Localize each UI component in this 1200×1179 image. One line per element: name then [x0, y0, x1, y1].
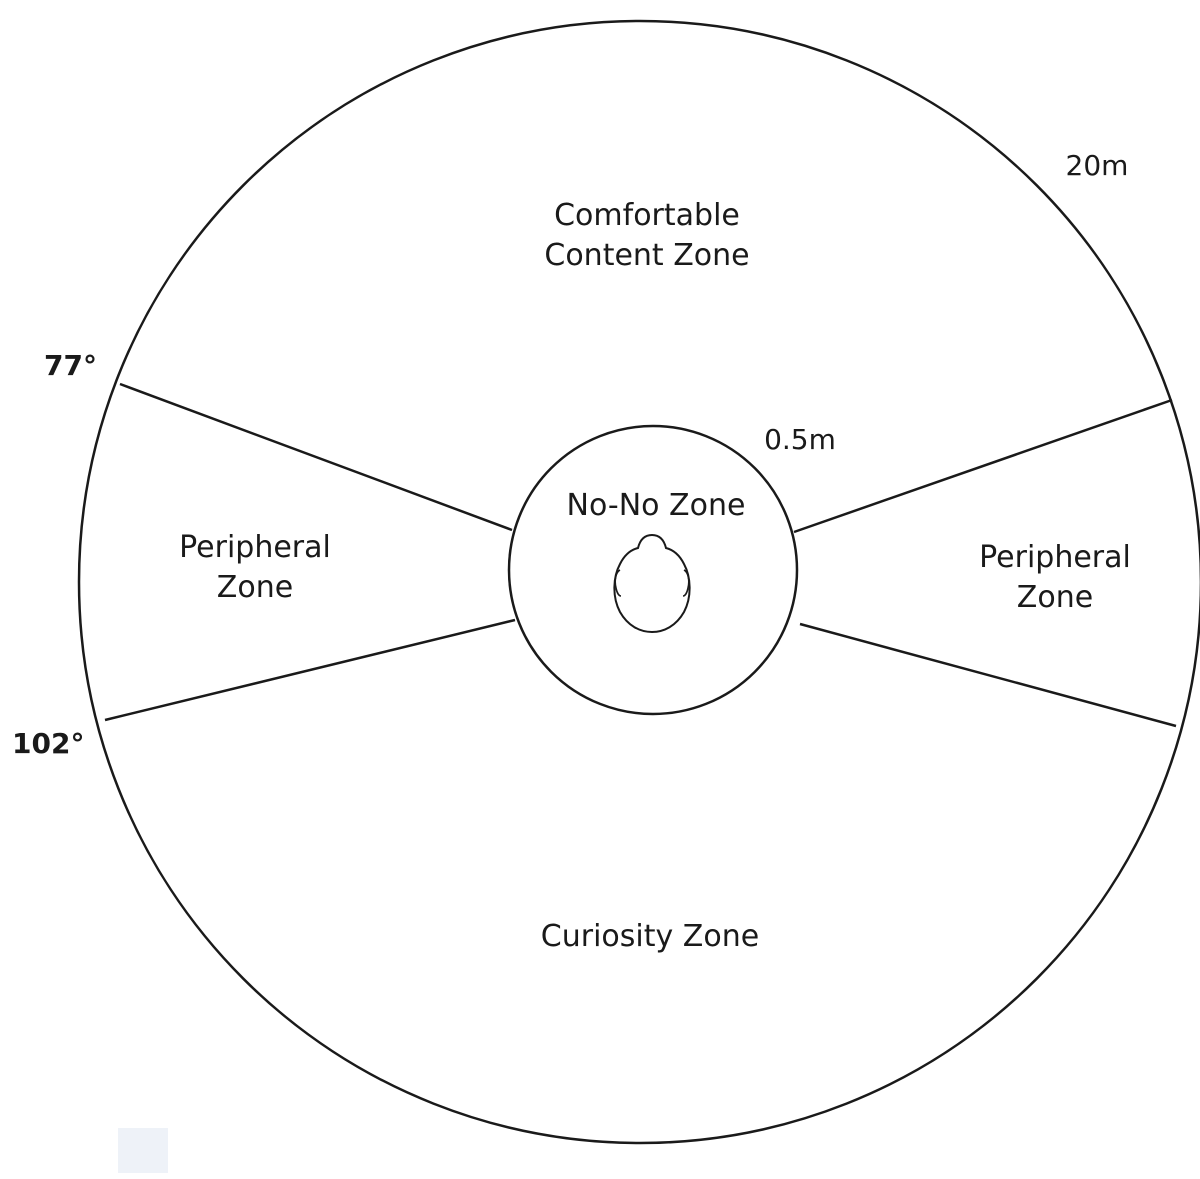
outer-distance-label: 20m [1065, 149, 1129, 182]
peripheral-zone-left-label: Peripheral Zone [160, 528, 350, 607]
divider-lower-right [799, 622, 1177, 728]
curiosity-zone-label: Curiosity Zone [540, 919, 760, 954]
outer-circle-20m [77, 19, 1200, 1145]
divider-lower-left [104, 618, 516, 722]
peripheral-zone-right-label: Peripheral Zone [960, 538, 1150, 617]
peripheral-left-line-1: Peripheral [179, 530, 331, 565]
inner-circle-0-5m [507, 424, 799, 716]
peripheral-left-line-2: Zone [216, 569, 294, 605]
comfortable-label-line-2: Content Zone [544, 237, 750, 273]
no-no-zone-label: No-No Zone [566, 488, 746, 523]
peripheral-right-line-1: Peripheral [979, 540, 1131, 575]
peripheral-right-line-2: Zone [1016, 579, 1094, 615]
inner-distance-label: 0.5m [764, 423, 836, 456]
divider-upper-right [793, 398, 1173, 534]
divider-upper-left [119, 382, 513, 532]
lower-angle-label: 102° [12, 727, 85, 760]
upper-angle-label: 77° [44, 349, 97, 382]
head-top-view-icon [613, 533, 691, 634]
scan-artifact [118, 1128, 168, 1173]
comfortable-content-zone-label: Comfortable Content Zone [532, 196, 762, 275]
comfortable-label-line-1: Comfortable [554, 198, 740, 233]
